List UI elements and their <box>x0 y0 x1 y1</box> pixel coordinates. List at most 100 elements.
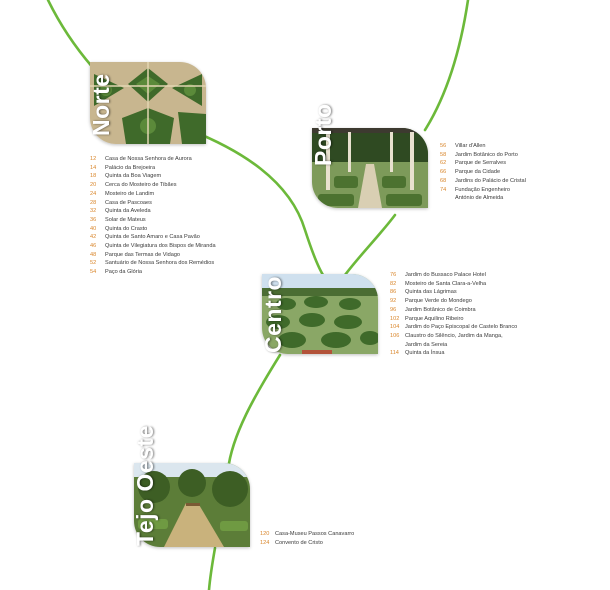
toc-page-number: 42 <box>90 234 97 241</box>
toc-page-number: 52 <box>90 260 97 267</box>
toc-list-centro: 76 Jardim do Bussaco Palace Hotel 82 Mostei… <box>390 271 517 358</box>
toc-entry: 120 Casa-Museu Passos Canavarro <box>260 530 354 539</box>
region-photo-porto <box>312 128 428 208</box>
toc-entry: 18 Quinta da Boa Viagem <box>90 172 216 181</box>
toc-page-number: 124 <box>260 539 270 546</box>
toc-garden-name: Mosteiro de Landim <box>105 190 155 197</box>
toc-entry: 82 Mosteiro de Santa Clara-a-Velha <box>390 280 517 289</box>
toc-garden-name: Palácio da Brejoeira <box>105 164 156 171</box>
toc-garden-name: Quinta de Vilegiatura dos Bispos de Mira… <box>105 243 216 250</box>
region-title-tejo-oeste: Tejo Oeste <box>132 425 158 546</box>
toc-garden-name: Jardim Botânico do Porto <box>455 151 518 158</box>
region-photo-tejo-oeste <box>134 463 250 547</box>
region-photo-norte <box>90 62 206 144</box>
toc-page-number: 74 <box>440 186 447 193</box>
toc-page-number: 102 <box>390 315 400 322</box>
toc-garden-name: Cerca do Mosteiro de Tibães <box>105 182 177 189</box>
toc-page-number: 14 <box>90 164 97 171</box>
toc-page-number: 58 <box>440 151 447 158</box>
toc-page-number: 20 <box>90 182 97 189</box>
toc-entry: 12 Casa de Nossa Senhora de Aurora <box>90 155 216 164</box>
toc-entry: 40 Quinta do Crasto <box>90 225 216 234</box>
toc-entry: 20 Cerca do Mosteiro de Tibães <box>90 181 216 190</box>
toc-entry: 52 Santuário de Nossa Senhora dos Remédio… <box>90 259 216 268</box>
toc-garden-name: Casa de Nossa Senhora de Aurora <box>105 156 192 162</box>
toc-entry: 86 Quinta das Lágrimas <box>390 288 517 297</box>
toc-page-number: 46 <box>90 243 97 250</box>
toc-page-number: 66 <box>440 169 447 176</box>
toc-garden-name: Parque das Termas de Vidago <box>105 251 181 258</box>
toc-garden-name: Quinta das Lágrimas <box>405 289 457 296</box>
toc-page-number: 86 <box>390 289 397 296</box>
vine-branch-porto-lower <box>343 213 397 277</box>
toc-garden-name: Quinta da Boa Viagem <box>105 173 162 180</box>
region-title-centro: Centro <box>260 275 286 353</box>
toc-entry: 56 Villar d'Allen <box>440 142 526 151</box>
toc-garden-name: Santuário de Nossa Senhora dos Remédios <box>105 260 215 267</box>
toc-page-number: 92 <box>390 298 397 305</box>
toc-page-number: 54 <box>90 269 97 276</box>
toc-garden-name: Villar d'Allen <box>455 143 486 149</box>
toc-entry: 124 Convento de Cristo <box>260 539 354 548</box>
toc-page-number: 68 <box>440 177 447 184</box>
toc-list-porto: 56 Villar d'Allen 58 Jardim Botânico do Por… <box>440 142 526 203</box>
region-title-porto: Porto <box>310 103 336 166</box>
toc-page-number: 40 <box>90 225 97 232</box>
toc-garden-name: Jardim do Bussaco Palace Hotel <box>405 272 486 278</box>
toc-entry: 102 Parque Aquilino Ribeiro <box>390 315 517 324</box>
toc-garden-name: Jardins do Palácio de Cristal <box>455 177 526 184</box>
toc-page-number: 76 <box>390 272 397 278</box>
toc-garden-name: Solar de Mateus <box>105 216 146 223</box>
toc-page-number: 106 <box>390 332 400 339</box>
toc-entry: 62 Parque de Serralves <box>440 159 526 168</box>
toc-entry: 76 Jardim do Bussaco Palace Hotel <box>390 271 517 280</box>
toc-page-number: 96 <box>390 306 397 313</box>
garden-path-photo <box>134 463 250 547</box>
toc-page-number: 36 <box>90 216 97 223</box>
toc-entry: 14 Palácio da Brejoeira <box>90 164 216 173</box>
hedge-parterre-photo <box>90 62 206 144</box>
toc-page-number: 12 <box>90 156 97 162</box>
toc-list-norte: 12 Casa de Nossa Senhora de Aurora 14 Palác… <box>90 155 216 277</box>
toc-page-number: 114 <box>390 350 399 357</box>
toc-garden-name: Parque de Serralves <box>455 160 506 167</box>
toc-garden-name: Parque da Cidade <box>455 169 501 176</box>
toc-garden-name: Parque Verde do Mondego <box>405 298 472 305</box>
toc-garden-name: Claustro do Silêncio, Jardim da Manga, J… <box>405 332 503 348</box>
toc-page-number: 82 <box>390 280 397 287</box>
region-title-norte: Norte <box>88 73 114 136</box>
toc-entry: 36 Solar de Mateus <box>90 216 216 225</box>
toc-garden-name: Mosteiro de Santa Clara-a-Velha <box>405 280 487 287</box>
toc-entry: 58 Jardim Botânico do Porto <box>440 151 526 160</box>
toc-page-number: 120 <box>260 531 270 537</box>
toc-entry: 42 Quinta de Santo Amaro e Casa Pavão <box>90 233 216 242</box>
toc-page-number: 18 <box>90 173 97 180</box>
toc-entry: 46 Quinta de Vilegiatura dos Bispos de Mi… <box>90 242 216 251</box>
toc-garden-name: Fundação Engenheiro António de Almeida <box>455 186 511 202</box>
toc-garden-name: Quinta de Santo Amaro e Casa Pavão <box>105 234 200 241</box>
toc-entry: 92 Parque Verde do Mondego <box>390 297 517 306</box>
toc-garden-name: Convento de Cristo <box>275 539 323 546</box>
vine-branch-centro-lower <box>226 353 282 472</box>
toc-page-number: 56 <box>440 143 447 149</box>
toc-garden-name: Parque Aquilino Ribeiro <box>405 315 464 322</box>
toc-garden-name: Casa de Pascoaes <box>105 199 152 206</box>
toc-page-number: 62 <box>440 160 447 167</box>
toc-entry: 74 Fundação Engenheiro António de Almeida <box>440 186 526 203</box>
toc-entry: 68 Jardins do Palácio de Cristal <box>440 177 526 186</box>
toc-page-number: 24 <box>90 190 97 197</box>
topiary-garden-photo <box>262 274 378 354</box>
toc-garden-name: Quinta do Crasto <box>105 225 148 232</box>
toc-page-number: 32 <box>90 208 97 215</box>
toc-entry: 106 Claustro do Silêncio, Jardim da Manga… <box>390 332 517 349</box>
vine-branch-porto <box>423 0 470 132</box>
pergola-garden-photo <box>312 128 428 208</box>
toc-page-number: 104 <box>390 324 400 331</box>
toc-list-tejo-oeste: 120 Casa-Museu Passos Canavarro 124 Convent… <box>260 530 354 547</box>
toc-garden-name: Casa-Museu Passos Canavarro <box>275 531 355 537</box>
